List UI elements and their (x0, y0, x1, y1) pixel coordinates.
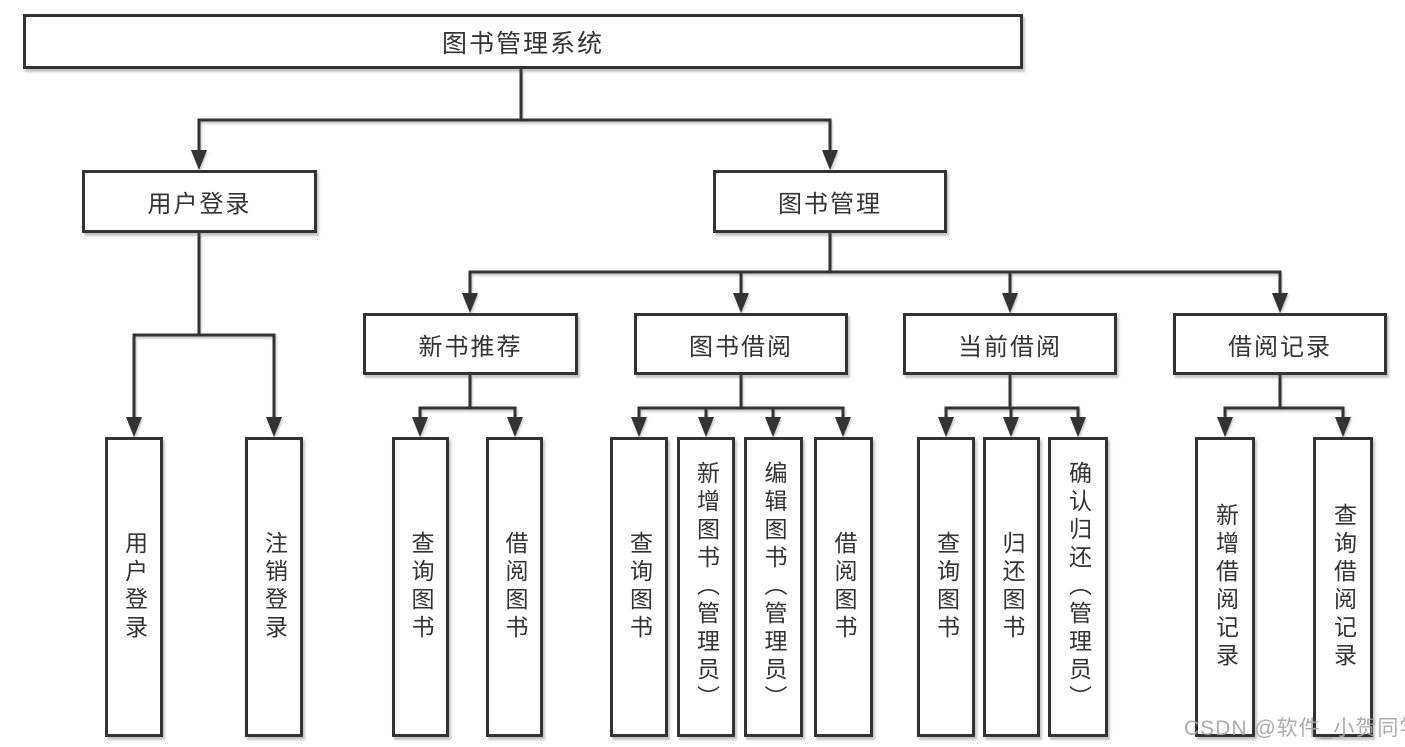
node-leaf-borrow-books-recommend: 借阅图书 (486, 437, 543, 737)
connector-current-borrowing-to-children (944, 375, 1080, 421)
node-borrowing-records: 借阅记录 (1173, 313, 1387, 375)
node-new-book-recommend: 新书推荐 (363, 313, 578, 375)
node-leaf-add-books-admin: 新增图书（管理员） (677, 437, 735, 737)
node-leaf-user-login: 用户登录 (105, 437, 163, 737)
node-leaf-query-borrow-record: 查询借阅记录 (1313, 437, 1373, 737)
node-leaf-confirm-return-admin: 确认归还（管理员） (1048, 437, 1108, 737)
node-library-management-system: 图书管理系统 (23, 14, 1023, 69)
connector-user-login-to-children (132, 233, 276, 421)
csdn-watermark: CSDN @软件_小贺同学 (1184, 717, 1405, 740)
node-leaf-logout: 注销登录 (245, 437, 303, 737)
node-leaf-query-books-current: 查询图书 (917, 437, 975, 737)
connector-root-to-level2 (197, 69, 832, 152)
connector-book-management-to-children (468, 233, 1282, 297)
connector-new-book-recommend-to-children (418, 375, 517, 421)
node-leaf-return-books: 归还图书 (983, 437, 1040, 737)
node-leaf-query-books-borrowing: 查询图书 (610, 437, 668, 737)
node-leaf-borrow-books-borrowing: 借阅图书 (814, 437, 873, 737)
node-current-borrowing: 当前借阅 (903, 313, 1117, 375)
node-user-login: 用户登录 (82, 170, 317, 233)
connector-borrowing-records-to-children (1223, 375, 1345, 421)
node-leaf-edit-books-admin: 编辑图书（管理员） (744, 437, 803, 737)
arrowheads (126, 150, 1351, 437)
connector-book-borrowing-to-children (637, 375, 845, 421)
node-leaf-query-books-recommend: 查询图书 (392, 437, 449, 737)
node-book-borrowing: 图书借阅 (634, 313, 848, 375)
node-book-management: 图书管理 (713, 170, 947, 233)
node-leaf-add-borrow-record: 新增借阅记录 (1195, 437, 1255, 737)
